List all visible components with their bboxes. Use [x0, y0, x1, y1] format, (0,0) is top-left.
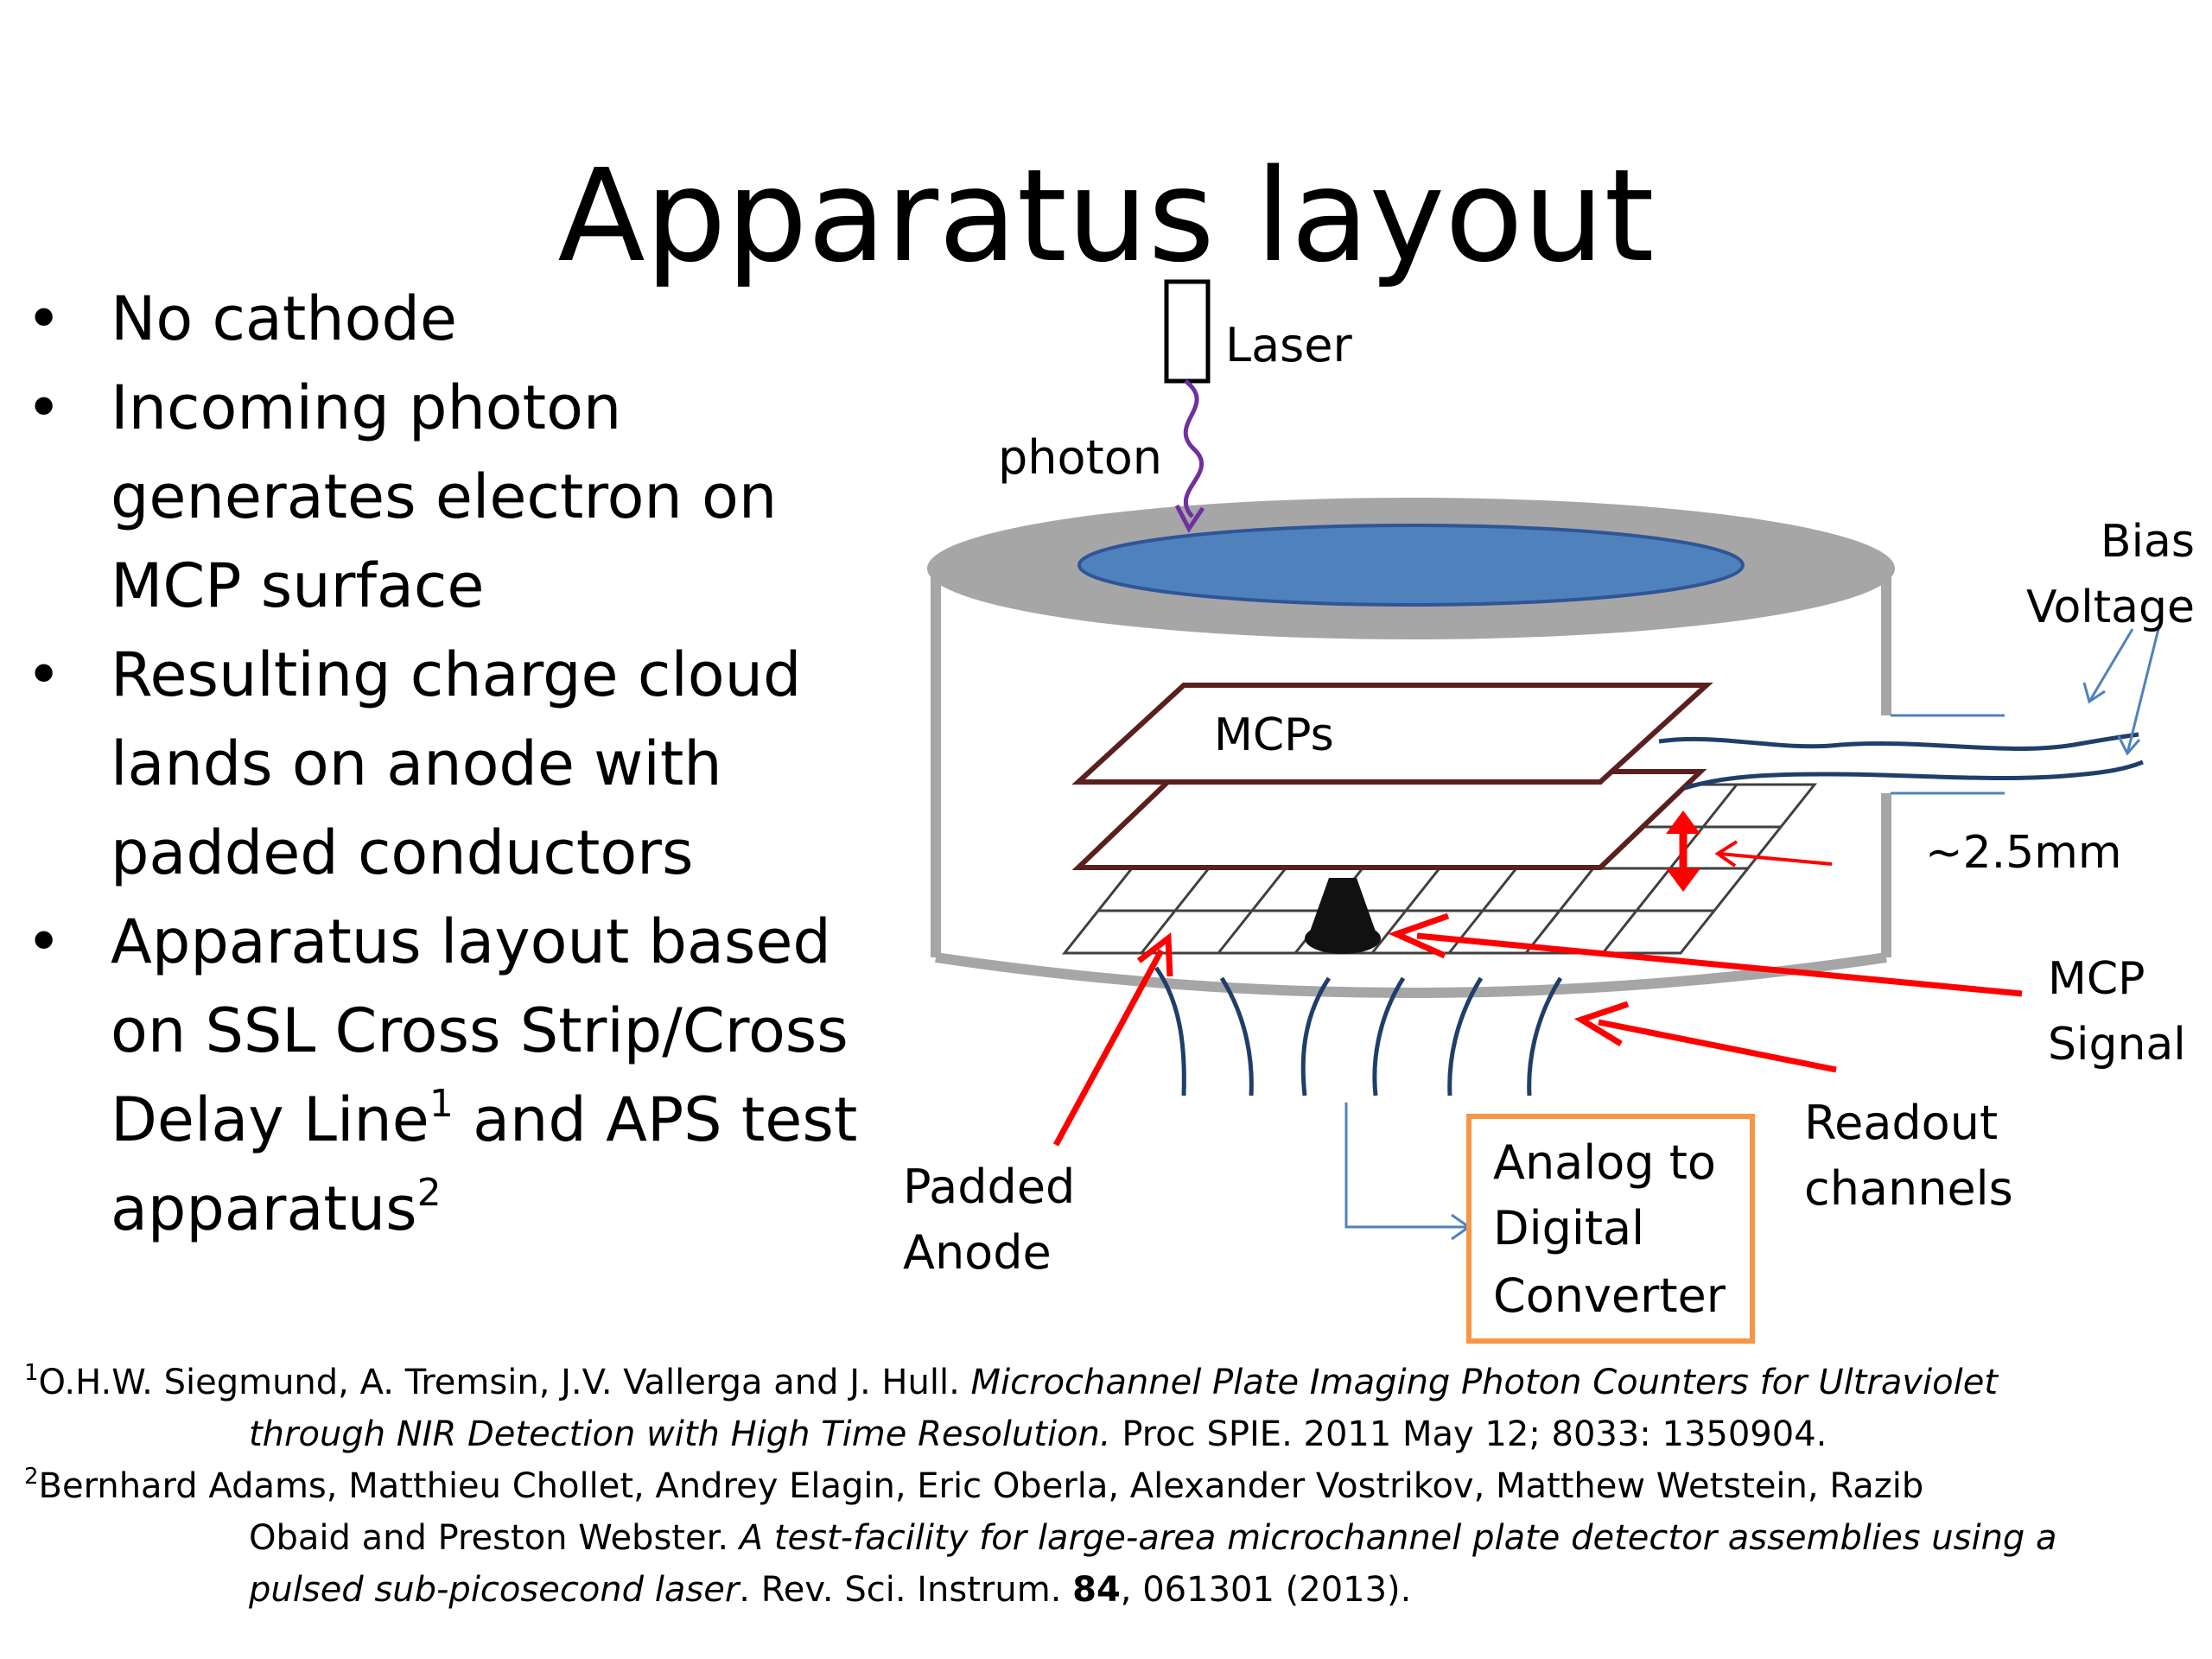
laser-box: [1164, 279, 1211, 384]
readout-arrow: [1598, 1019, 1837, 1073]
footnote-marker: 1: [429, 1082, 454, 1126]
mcp-signal-label-line2: Signal: [2048, 1019, 2186, 1071]
bullet-item: Apparatus layout based on SSL Cross Stri…: [26, 898, 890, 1254]
reference-title: through NIR Detection with High Time Res…: [249, 1414, 1111, 1454]
adc-box: [1466, 1114, 1755, 1344]
reference-title: pulsed sub-picosecond laser: [249, 1570, 740, 1610]
reference-journal: . Rev. Sci. Instrum.: [739, 1570, 1073, 1610]
adc-connector: [1344, 1103, 1467, 1229]
reference-volume: 84: [1072, 1570, 1121, 1610]
anode-arrow: [1052, 949, 1165, 1147]
mcp-plate-lower: [1071, 769, 1707, 870]
bullet-text: Resulting charge cloud lands on anode wi…: [111, 639, 802, 888]
gap-arrowhead-bottom: [1666, 868, 1700, 892]
readout-arrowhead: [1573, 1001, 1630, 1046]
cylinder-bottom-edge: [935, 952, 1887, 998]
reference-2: 2Bernhard Adams, Matthieu Chollet, Andre…: [24, 1460, 2184, 1616]
readout-label-line2: channels: [1804, 1161, 2013, 1216]
reference-authors: Bernhard Adams, Matthieu Chollet, Andrey…: [38, 1466, 1924, 1506]
gap-label: ~2.5mm: [1925, 827, 2122, 879]
bias-pointer-1: [2088, 628, 2134, 702]
bullet-text: Apparatus layout based on SSL Cross Stri…: [111, 906, 849, 1155]
laser-label: Laser: [1225, 318, 1353, 372]
references: 1O.H.W. Siegmund, A. Tremsin, J.V. Valle…: [24, 1357, 2184, 1616]
mcp-signal-label-line1: MCP: [2048, 953, 2145, 1005]
photon-path: [1183, 379, 1205, 518]
slide-title: Apparatus layout: [557, 142, 1655, 290]
bias-pointer-1-head: [2082, 682, 2106, 704]
adc-label-line2: Digital: [1493, 1201, 1644, 1255]
anode-label-line1: Padded: [903, 1160, 1075, 1214]
mcp-plate-upper: [1071, 683, 1713, 785]
photon-label: photon: [998, 430, 1162, 485]
mcp-window: [1077, 524, 1745, 607]
gap-pointer-head: [1714, 840, 1738, 868]
charge-cloud-base: [1305, 923, 1381, 954]
mcp-signal-arrowhead: [1388, 912, 1450, 959]
anode-arrowhead: [1136, 932, 1173, 977]
readout-channels: [1154, 966, 1563, 1096]
adc-label-line3: Converter: [1493, 1268, 1726, 1323]
mcps-label: MCPs: [1214, 709, 1334, 761]
reference-title: A test-facility for large-area microchan…: [739, 1518, 2057, 1558]
bullet-list: No cathode Incoming photon generates ele…: [26, 275, 890, 1254]
bullet-item: Incoming photon generates electron on MC…: [26, 364, 890, 631]
gap-pointer: [1719, 852, 1833, 866]
reference-journal: , 061301 (2013).: [1120, 1570, 1412, 1610]
bullet-text: No cathode: [111, 283, 457, 354]
reference-number: 1: [24, 1360, 39, 1386]
bias-label-line1: Bias: [2101, 516, 2195, 568]
anode-label-line2: Anode: [903, 1225, 1052, 1280]
adc-label-line1: Analog to: [1493, 1135, 1716, 1190]
bullet-text: Incoming photon generates electron on MC…: [111, 372, 778, 621]
bullet-item: Resulting charge cloud lands on anode wi…: [26, 631, 890, 898]
bias-wire-1: [1658, 732, 2139, 751]
footnote-marker: 2: [416, 1171, 442, 1215]
reference-authors: Obaid and Preston Webster.: [249, 1518, 740, 1558]
bias-port: [1891, 714, 2005, 795]
bias-pointer-2: [2126, 628, 2160, 754]
reference-title: Microchannel Plate Imaging Photon Counte…: [970, 1363, 1999, 1402]
photon-arrowhead: [1174, 504, 1205, 533]
reference-journal: Proc SPIE. 2011 May 12; 8033: 1350904.: [1110, 1414, 1827, 1454]
reference-authors: O.H.W. Siegmund, A. Tremsin, J.V. Valler…: [38, 1363, 971, 1402]
reference-1: 1O.H.W. Siegmund, A. Tremsin, J.V. Valle…: [24, 1357, 2184, 1460]
bullet-item: No cathode: [26, 275, 890, 364]
mcp-signal-arrow: [1416, 932, 2023, 997]
bias-wire-2: [1684, 760, 2144, 791]
gap-arrowhead-top: [1666, 810, 1700, 834]
reference-number: 2: [24, 1464, 39, 1490]
bullet-text: and APS test apparatus: [111, 1084, 858, 1244]
readout-label-line1: Readout: [1804, 1096, 1998, 1150]
bias-pointer-2-head: [2117, 735, 2141, 756]
bias-label-line2: Voltage: [2026, 582, 2195, 633]
